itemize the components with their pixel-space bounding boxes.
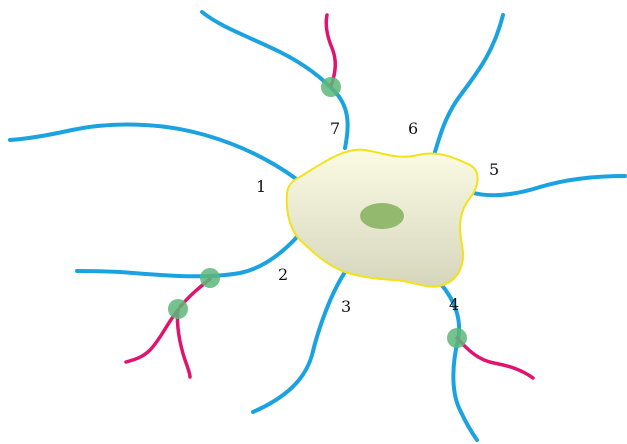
fiber-bottom-right — [457, 338, 533, 378]
fiber-left-branch-b — [177, 310, 190, 377]
nucleus — [360, 203, 404, 229]
synapse-dot — [200, 268, 220, 288]
label-4: 4 — [449, 295, 459, 314]
label-7: 7 — [330, 119, 340, 138]
synapse-dot — [321, 77, 341, 97]
label-6: 6 — [408, 119, 418, 138]
synapse-dot — [447, 328, 467, 348]
synapse-dot — [168, 299, 188, 319]
process-1 — [10, 125, 295, 178]
process-6 — [435, 15, 503, 152]
process-3 — [253, 272, 345, 412]
label-5: 5 — [489, 160, 499, 179]
label-2: 2 — [278, 265, 288, 284]
fiber-top — [326, 15, 335, 86]
label-3: 3 — [341, 297, 351, 316]
process-2 — [77, 236, 298, 276]
label-1: 1 — [256, 177, 266, 196]
fiber-left-branch-a — [126, 310, 178, 362]
